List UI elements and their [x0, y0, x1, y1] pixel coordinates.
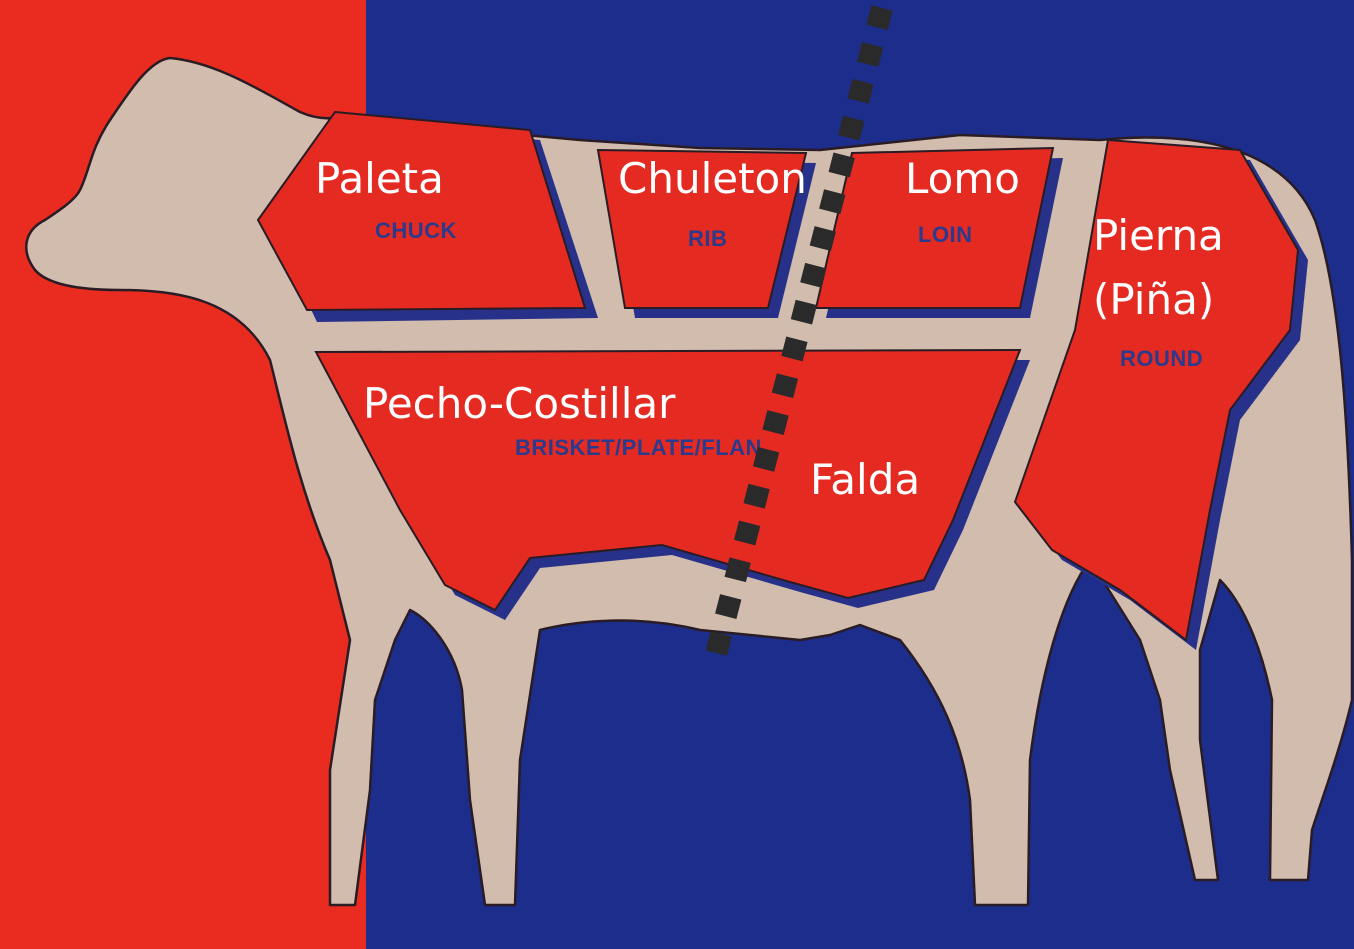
brisket-english-label: BRISKET/PLATE/FLANK [515, 435, 778, 460]
chuck-spanish-label: Paleta [315, 154, 444, 203]
rib-spanish-label: Chuleton [618, 154, 807, 203]
round-spanish-label-line2: (Piña) [1093, 275, 1214, 324]
chuck-english-label: CHUCK [375, 218, 457, 243]
brisket-spanish-label: Pecho-Costillar [363, 379, 676, 428]
loin-spanish-label: Lomo [905, 154, 1020, 203]
loin-english-label: LOIN [918, 222, 973, 247]
round-spanish-label-line1: Pierna [1093, 211, 1224, 260]
flank-spanish-label: Falda [810, 455, 920, 504]
round-english-label: ROUND [1120, 346, 1203, 371]
rib-english-label: RIB [688, 226, 727, 251]
